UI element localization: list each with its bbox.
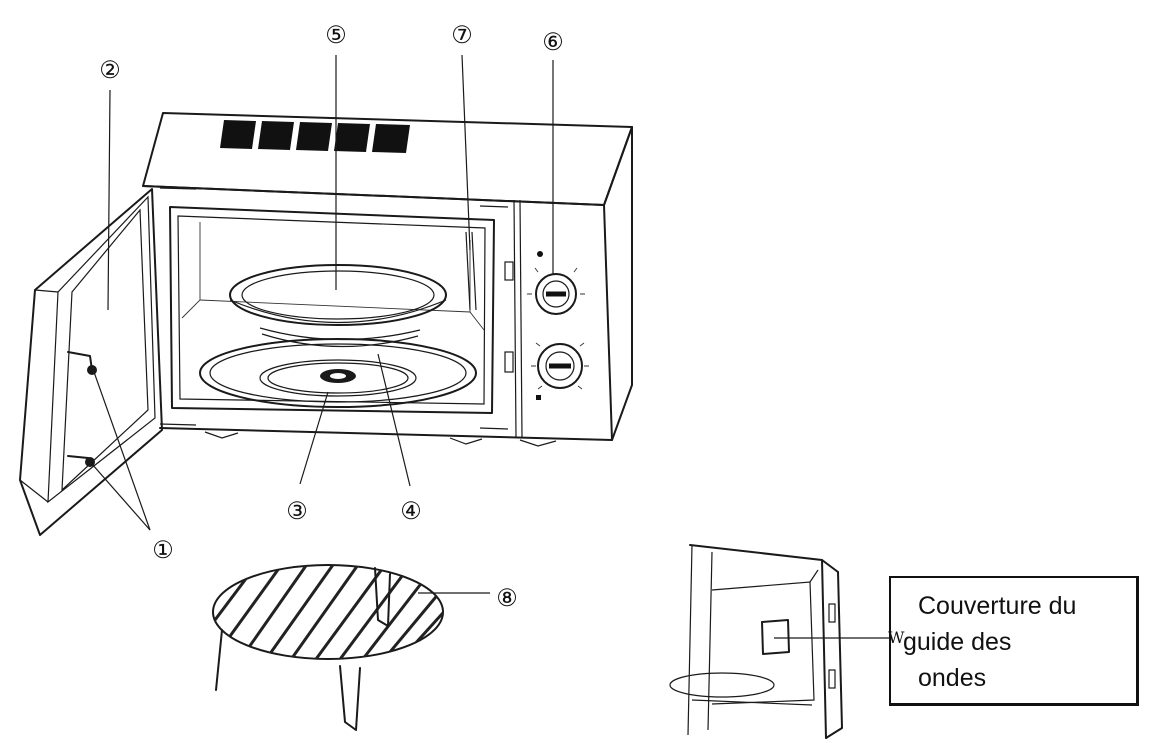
caption-line-3: ondes (918, 664, 987, 692)
callout-3: ③ (286, 497, 308, 525)
waveguide-strip (465, 231, 477, 311)
waveguide-cover-caption-box (889, 576, 1139, 706)
caption-line-1: Couverture du (918, 592, 1077, 620)
callout-7: ⑦ (451, 21, 473, 49)
door (19, 188, 163, 536)
inset-cavity-view (669, 544, 890, 739)
leader-lines (91, 54, 554, 594)
inset-marker: W (888, 628, 905, 647)
grill-rack (212, 564, 444, 731)
turntable-shaft (320, 369, 356, 383)
callout-1: ① (152, 536, 174, 564)
callout-5: ⑤ (325, 21, 347, 49)
callout-4: ④ (400, 497, 422, 525)
waveguide-cover (761, 619, 790, 655)
top-vents (220, 120, 410, 153)
callout-8: ⑧ (496, 584, 518, 612)
roller-ring (199, 338, 477, 408)
control-panel (527, 251, 589, 400)
callout-6: ⑥ (542, 28, 564, 56)
microwave-body (142, 112, 633, 447)
caption-line-2: guide des (903, 628, 1012, 656)
callout-2: ② (99, 56, 121, 84)
